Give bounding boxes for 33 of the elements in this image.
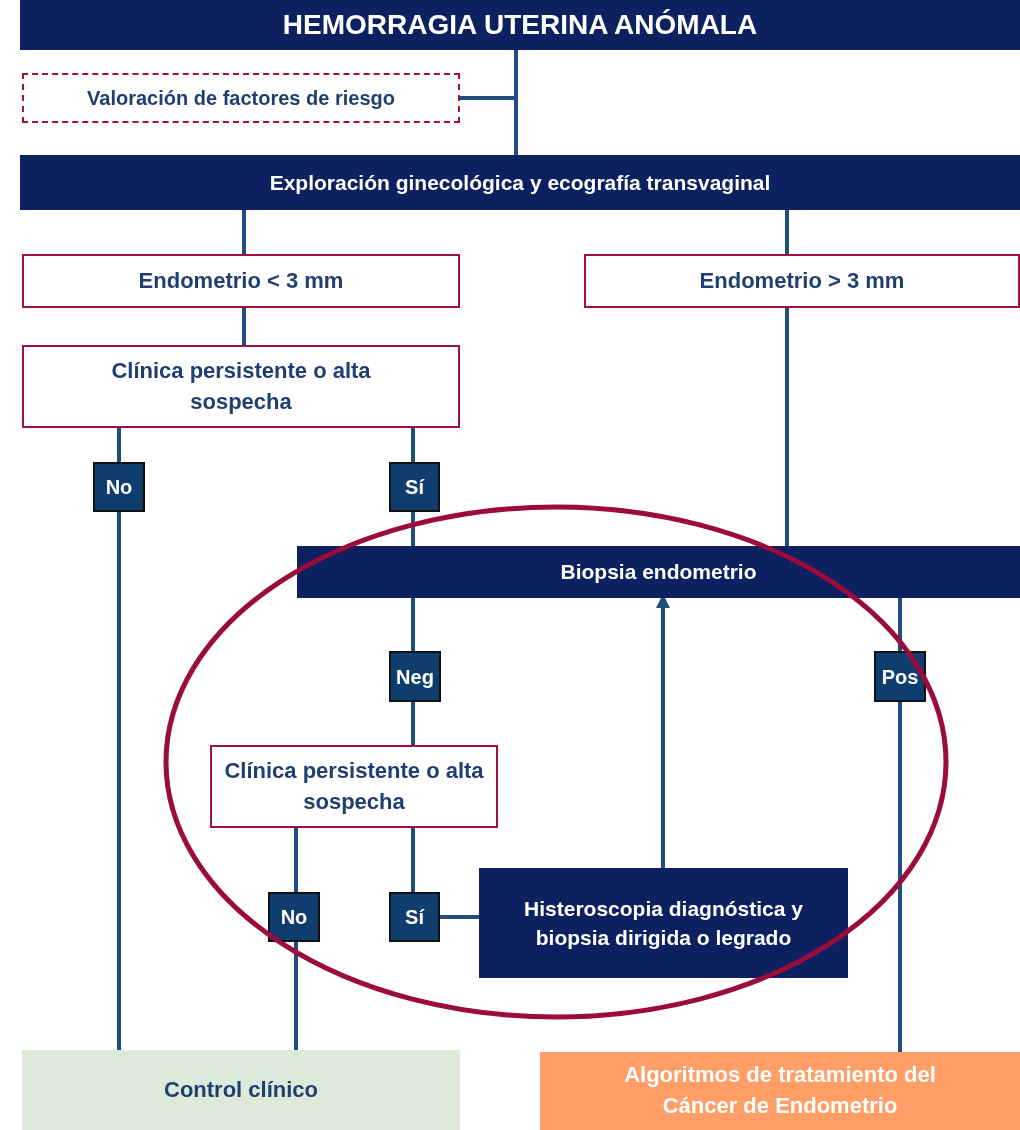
connector-line [898,598,902,651]
process-box: Endometrio > 3 mm [584,254,1020,308]
answer-badge: No [268,892,320,942]
connector-line [411,428,415,462]
connector-line [785,308,789,546]
connector-line [460,96,518,155]
process-box: Valoración de factores de riesgo [22,73,460,123]
connector-line [242,308,246,345]
connector-line [440,915,479,919]
answer-badge: Neg [389,651,441,702]
connector-line [294,828,298,892]
connector-line [117,428,121,462]
process-box: Clínica persistente o alta sospecha [22,345,460,428]
process-bar: Histeroscopia diagnóstica y biopsia dirigida o legrado [479,868,848,978]
connector-line [411,598,415,651]
outcome-box: Control clínico [22,1050,460,1130]
answer-badge: Sí [389,462,440,512]
answer-badge: No [93,462,145,512]
connector-line [898,702,902,1052]
process-bar: Exploración ginecológica y ecografía transvaginal [20,155,1020,210]
connector-line [294,942,298,1050]
connector-line [117,512,121,1050]
process-box: Clínica persistente o alta sospecha [210,745,498,828]
connector-line [411,702,415,745]
connector-line [411,828,415,892]
connector-line [785,210,789,254]
connector-line [242,210,246,254]
outcome-box: Algoritmos de tratamiento del Cáncer de Endometrio [540,1052,1020,1130]
answer-badge: Pos [874,651,926,702]
process-box: Endometrio < 3 mm [22,254,460,308]
title-bar: HEMORRAGIA UTERINA ANÓMALA [20,0,1020,50]
answer-badge: Sí [389,892,440,942]
process-bar: Biopsia endometrio [297,546,1020,598]
